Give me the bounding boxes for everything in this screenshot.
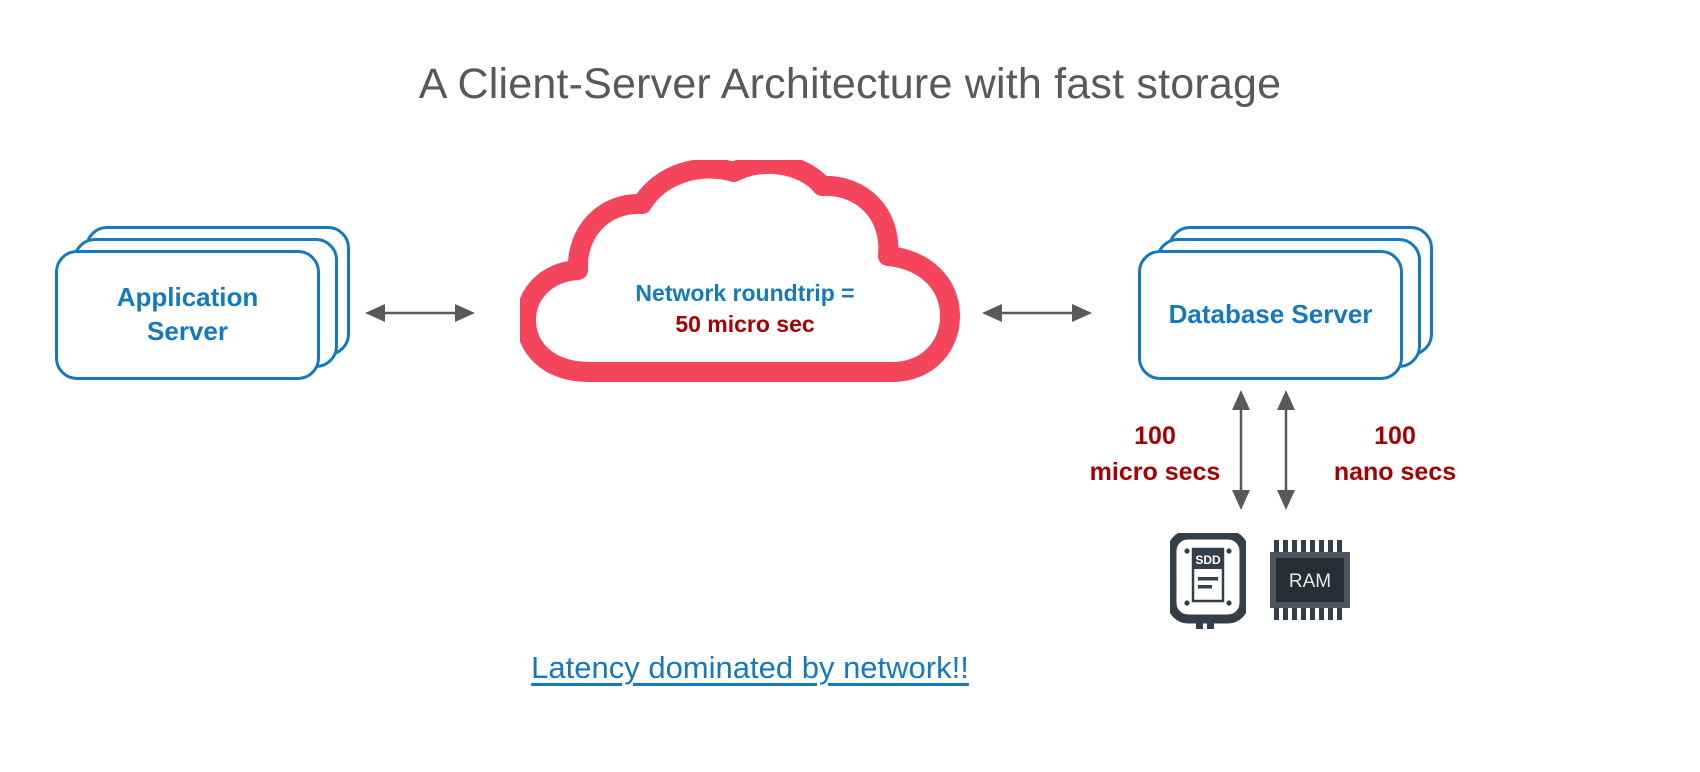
ram-icon-label: RAM <box>1289 571 1331 592</box>
connector-app-to-cloud <box>365 298 475 328</box>
latency-label-ram: 100 nano secs <box>1333 422 1457 487</box>
cloud-label-line-1: Network roundtrip = <box>635 280 855 306</box>
connector-db-to-ram <box>1273 390 1299 510</box>
node-database-server[interactable]: Database Server <box>1138 226 1438 386</box>
connector-db-to-ssd <box>1228 390 1254 510</box>
latency-summary-link[interactable]: Latency dominated by network!! <box>531 650 969 685</box>
db-stack-sheet-front: Database Server <box>1138 250 1403 380</box>
node-application-server[interactable]: Application Server <box>55 226 355 386</box>
connector-cloud-to-db <box>982 298 1092 328</box>
page-title: A Client-Server Architecture with fast s… <box>418 60 1282 108</box>
node-network-cloud[interactable]: Network roundtrip = 50 micro sec <box>520 160 970 390</box>
ssd-icon-label: SDD <box>1195 553 1221 567</box>
cloud-text-block: Network roundtrip = 50 micro sec <box>520 278 970 340</box>
application-server-label: Application Server <box>116 282 259 346</box>
server-stack-sheet-front: Application Server <box>55 250 320 380</box>
database-server-label: Database Server <box>1168 299 1373 330</box>
cloud-label-line-2: 50 micro sec <box>675 311 815 338</box>
ram-chip-icon: RAM <box>1268 540 1352 620</box>
latency-label-ssd: 100 micro secs <box>1089 422 1221 487</box>
ssd-drive-icon: SDD <box>1170 533 1246 629</box>
